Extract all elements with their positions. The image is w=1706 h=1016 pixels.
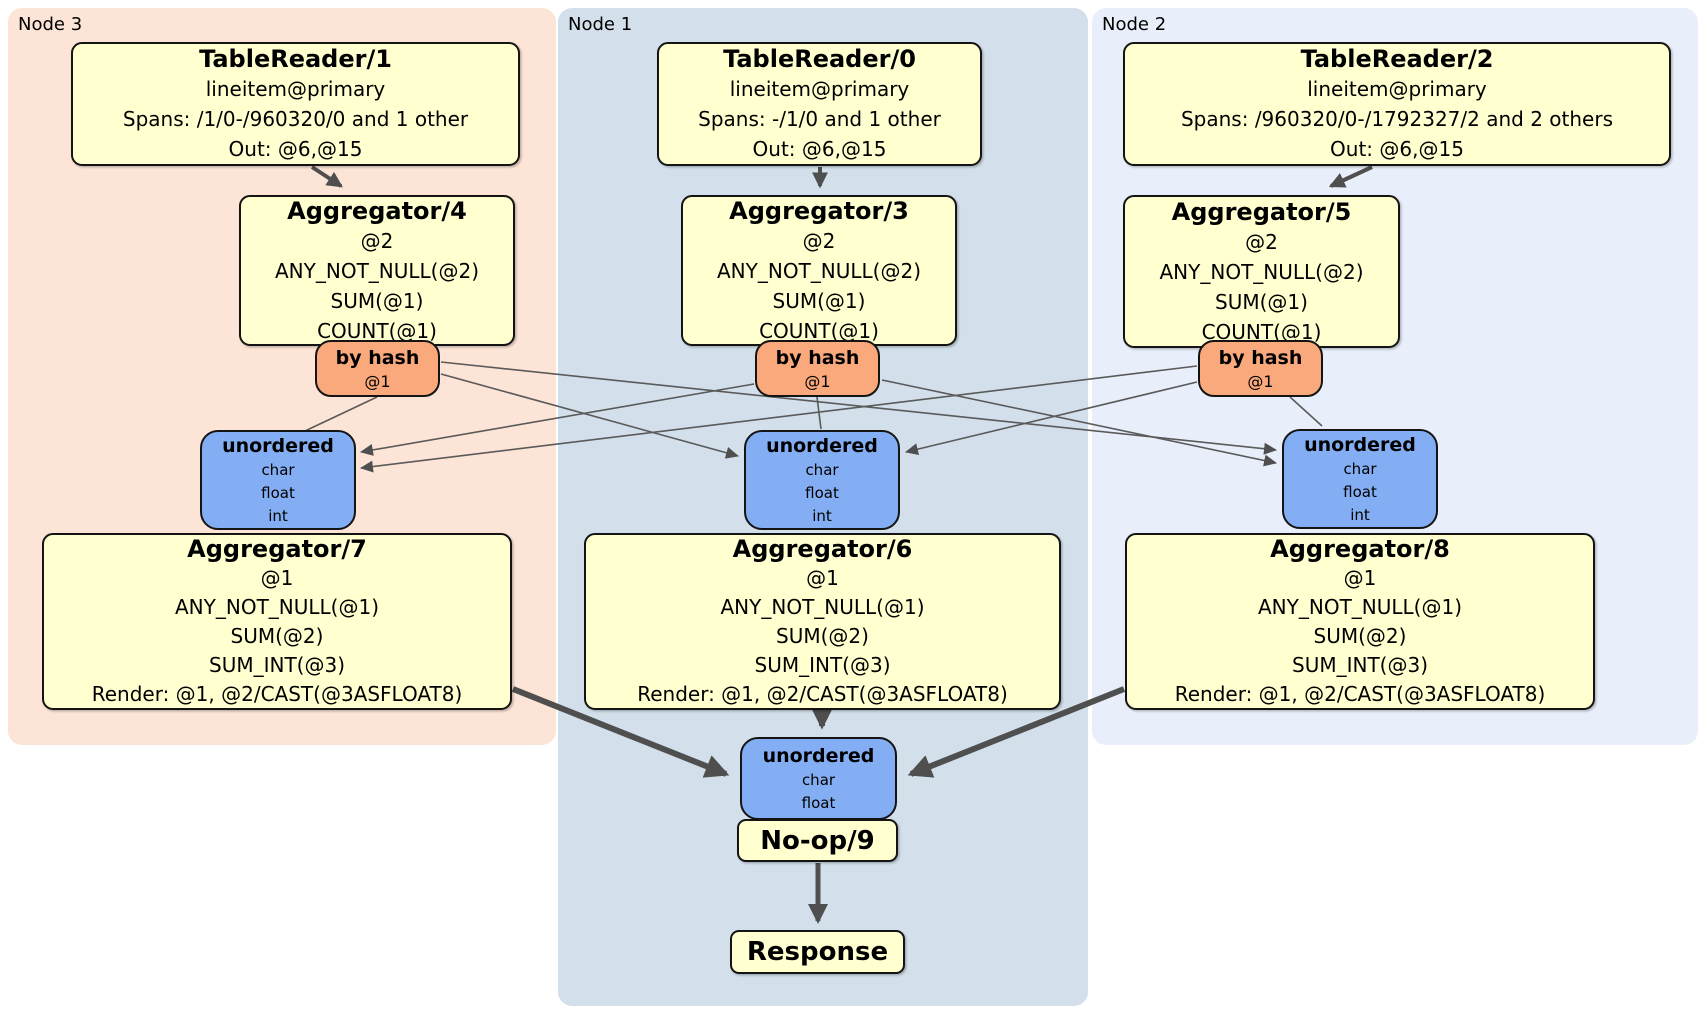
node-tablereader-2: TableReader/2 lineitem@primary Spans: /9… bbox=[1123, 42, 1671, 166]
edge-hash4-un3 bbox=[304, 396, 378, 432]
node-title: No-op/9 bbox=[760, 825, 875, 856]
node-aggregator-5: Aggregator/5 @2 ANY_NOT_NULL(@2) SUM(@1)… bbox=[1123, 195, 1400, 348]
router-title: by hash bbox=[1218, 346, 1303, 369]
edge-hash3-un2 bbox=[881, 379, 1277, 467]
node-aggregator-4: Aggregator/4 @2 ANY_NOT_NULL(@2) SUM(@1)… bbox=[239, 195, 515, 346]
edge-tr2-agg5 bbox=[1328, 165, 1373, 188]
router-by-hash-node1: by hash @1 bbox=[755, 340, 880, 397]
node-title: Aggregator/4 bbox=[287, 196, 467, 225]
edge-hash5-un1 bbox=[905, 381, 1198, 456]
node-aggregator-6: Aggregator/6 @1 ANY_NOT_NULL(@1) SUM(@2)… bbox=[584, 533, 1061, 710]
node-title: Aggregator/7 bbox=[187, 534, 367, 563]
node-title: Aggregator/6 bbox=[732, 534, 913, 563]
edge-hash5-un2 bbox=[1289, 396, 1323, 427]
node-aggregator-7: Aggregator/7 @1 ANY_NOT_NULL(@1) SUM(@2)… bbox=[42, 533, 512, 710]
edge-agg8-unb bbox=[907, 686, 1126, 778]
node-aggregator-3: Aggregator/3 @2 ANY_NOT_NULL(@2) SUM(@1)… bbox=[681, 195, 957, 346]
node-title: Aggregator/8 bbox=[1270, 534, 1450, 563]
edge-agg7-unb bbox=[511, 686, 730, 778]
edge-tr1-agg4 bbox=[310, 165, 344, 188]
router-by-hash-node2: by hash @1 bbox=[1198, 340, 1323, 397]
sync-unordered-node3: unordered char float int bbox=[200, 430, 356, 530]
sync-unordered-node2: unordered char float int bbox=[1282, 429, 1438, 529]
node-response: Response bbox=[730, 930, 905, 974]
node-title: TableReader/2 bbox=[1300, 45, 1494, 73]
node-tablereader-0: TableReader/0 lineitem@primary Spans: -/… bbox=[657, 42, 982, 166]
router-by-hash-node3: by hash @1 bbox=[315, 340, 440, 397]
edge-hash3-un3 bbox=[360, 383, 755, 456]
node-aggregator-8: Aggregator/8 @1 ANY_NOT_NULL(@1) SUM(@2)… bbox=[1125, 533, 1595, 710]
node-tablereader-1: TableReader/1 lineitem@primary Spans: /1… bbox=[71, 42, 520, 166]
edge-hash5-un3 bbox=[360, 365, 1198, 473]
edge-hash4-un2 bbox=[440, 361, 1277, 455]
node-title: TableReader/1 bbox=[199, 45, 392, 73]
sync-title: unordered bbox=[1304, 433, 1416, 456]
node-title: Aggregator/5 bbox=[1171, 197, 1352, 226]
region-node3-label: Node 3 bbox=[18, 14, 83, 35]
node-title: Aggregator/3 bbox=[729, 196, 909, 225]
sync-title: unordered bbox=[766, 434, 878, 457]
sync-unordered-final: unordered char float bbox=[740, 737, 897, 820]
sync-title: unordered bbox=[762, 744, 875, 767]
node-title: Response bbox=[746, 937, 889, 967]
router-title: by hash bbox=[775, 346, 860, 369]
sync-unordered-node1: unordered char float int bbox=[744, 430, 900, 530]
region-node2-label: Node 2 bbox=[1102, 14, 1167, 35]
region-node1-label: Node 1 bbox=[568, 14, 633, 35]
edge-hash3-un1 bbox=[816, 396, 822, 430]
node-no-op-9: No-op/9 bbox=[737, 819, 898, 862]
router-title: by hash bbox=[335, 346, 420, 369]
node-title: TableReader/0 bbox=[723, 45, 916, 73]
sync-title: unordered bbox=[222, 434, 334, 457]
edge-hash4-un1 bbox=[440, 373, 739, 459]
